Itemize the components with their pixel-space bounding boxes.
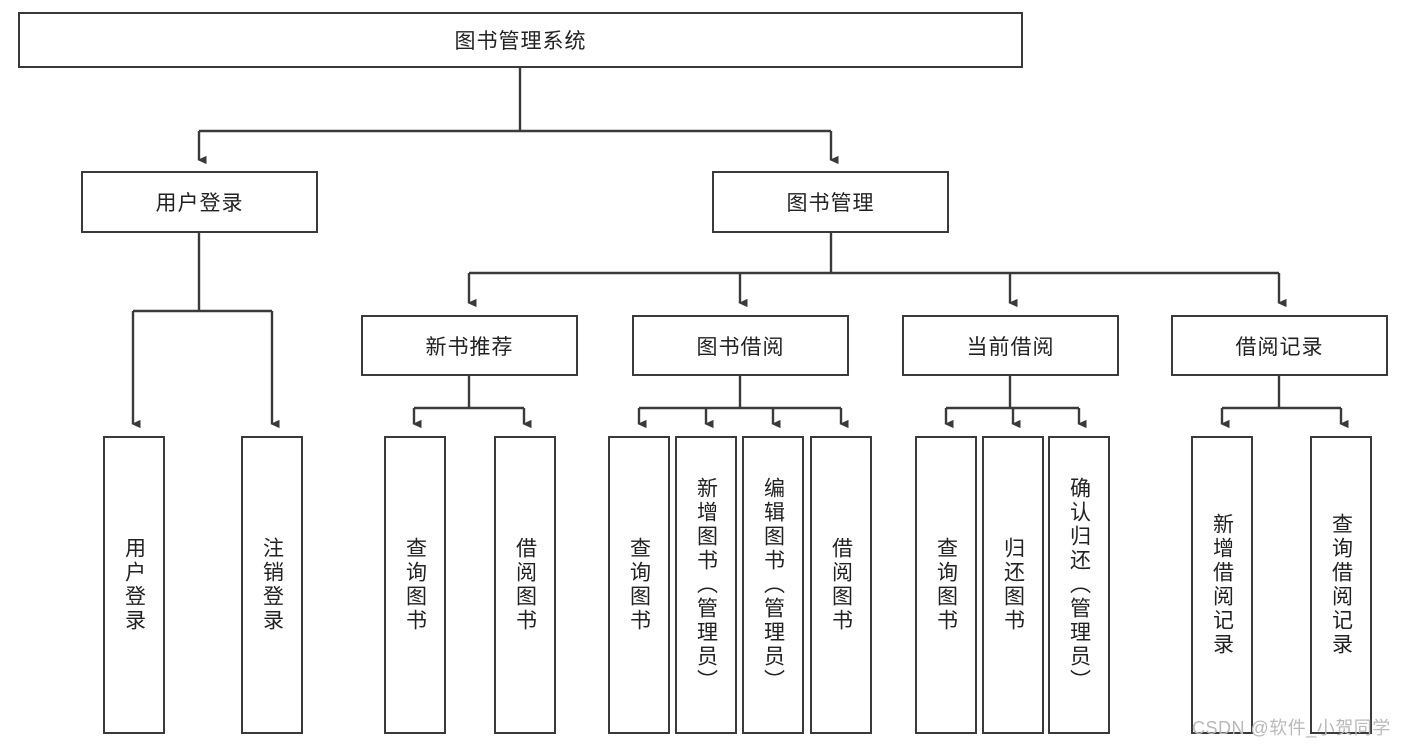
node-label: 编辑图书（管理员） [761,477,785,693]
node-label: 查询图书 [934,537,958,633]
node-book-borrow[interactable]: 图书借阅 [632,315,849,376]
leaf-book-borrow-query[interactable]: 查询图书 [608,436,670,734]
csdn-watermark: CSDN @软件_小贺同学 [1192,718,1391,738]
leaf-current-borrow-return[interactable]: 归还图书 [982,436,1044,734]
node-label: 图书管理 [786,192,875,215]
leaf-current-borrow-query[interactable]: 查询图书 [915,436,977,734]
leaf-current-borrow-confirm[interactable]: 确认归还（管理员） [1048,436,1110,734]
node-label: 查询借阅记录 [1329,513,1353,657]
node-label: 新增图书（管理员） [694,477,718,693]
node-label: 借阅图书 [829,537,853,633]
node-label: 借阅图书 [513,537,537,633]
leaf-book-borrow-borrow[interactable]: 借阅图书 [810,436,872,734]
node-user-login[interactable]: 用户登录 [81,171,318,233]
node-label: 查询图书 [627,537,651,633]
leaf-book-borrow-add[interactable]: 新增图书（管理员） [675,436,737,734]
leaf-user-login-signout[interactable]: 注销登录 [241,436,303,734]
node-label: 借阅记录 [1235,335,1324,359]
node-label: 注销登录 [260,537,284,633]
node-label: 图书管理系统 [454,30,587,53]
node-label: 新增借阅记录 [1210,513,1234,657]
node-label: 确认归还（管理员） [1067,477,1091,693]
node-label: 新书推荐 [425,335,514,359]
node-book-management[interactable]: 图书管理 [712,171,949,233]
node-label: 用户登录 [122,537,146,633]
node-label: 图书借阅 [696,335,785,359]
node-label: 归还图书 [1001,537,1025,633]
leaf-new-book-borrow[interactable]: 借阅图书 [494,436,556,734]
leaf-borrow-record-add[interactable]: 新增借阅记录 [1191,436,1253,734]
node-label: 当前借阅 [966,335,1055,359]
node-borrow-record[interactable]: 借阅记录 [1171,315,1388,376]
leaf-user-login-signin[interactable]: 用户登录 [103,436,165,734]
node-label: 查询图书 [403,537,427,633]
leaf-borrow-record-query[interactable]: 查询借阅记录 [1310,436,1372,734]
node-label: 用户登录 [155,192,244,215]
node-new-book-recommend[interactable]: 新书推荐 [361,315,578,376]
leaf-book-borrow-edit[interactable]: 编辑图书（管理员） [742,436,804,734]
leaf-new-book-query[interactable]: 查询图书 [384,436,446,734]
node-root-system[interactable]: 图书管理系统 [18,12,1023,68]
node-current-borrow[interactable]: 当前借阅 [902,315,1119,376]
